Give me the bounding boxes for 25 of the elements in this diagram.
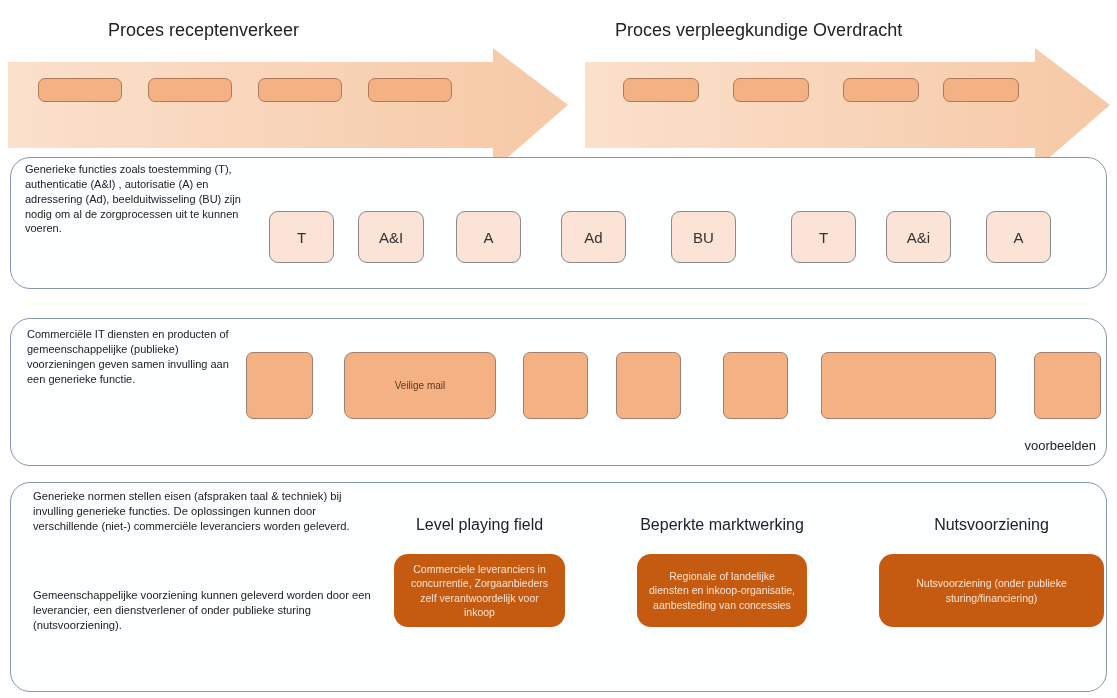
function-box: A&i [886, 211, 951, 263]
box-heading: Level playing field [414, 515, 545, 535]
layer-panel [10, 318, 1107, 466]
function-box: T [791, 211, 856, 263]
function-box: A&I [358, 211, 424, 263]
model-description: Regionale of landelijke diensten en inkoop-organisatie, aanbesteding van concessies [649, 569, 795, 612]
model-description: Nutsvoorziening (onder publieke sturing/financiering) [915, 576, 1068, 605]
panel-description: Gemeenschappelijke voorziening kunnen geleverd worden door een leverancier, een dienstverlener of onder publieke sturing (nutsvoorziening). [33, 588, 372, 634]
examples-label: voorbeelden [1023, 437, 1096, 455]
process-title: Proces verpleegkundige Overdracht [615, 19, 903, 42]
process-title: Proces receptenverkeer [108, 19, 300, 42]
function-box: A [456, 211, 521, 263]
function-box: Ad [561, 211, 626, 263]
box-heading: Nutsvoorziening [933, 515, 1050, 535]
service-box: Veilige mail [344, 352, 496, 419]
function-box: T [269, 211, 334, 263]
model-description: Commerciele leveranciers in concurrentie, Zorgaanbieders zelf verantwoordelijk voor inkoop [409, 562, 550, 619]
layer-panel [10, 482, 1107, 692]
layer-panel [10, 157, 1107, 289]
function-box: A [986, 211, 1051, 263]
panel-description: Generieke functies zoals toestemming (T), authenticatie (A&I) , autorisatie (A) en adressering (Ad), beelduitwisseling (BU) zijn nodig om al de zorgprocessen uit te kunnen voeren. [25, 162, 242, 237]
box-heading: Beperkte marktwerking [639, 515, 805, 535]
function-box: BU [671, 211, 736, 263]
panel-description: Generieke normen stellen eisen (afspraken taal & techniek) bij invulling generieke functies. De oplossingen kunnen door verschillende (niet-) commerciële leveranciers worden geleverd. [33, 489, 351, 535]
panel-description: Commerciële IT diensten en producten of gemeenschappelijke (publieke) voorzieningen geven samen invulling aan een generieke functie. [27, 327, 230, 387]
